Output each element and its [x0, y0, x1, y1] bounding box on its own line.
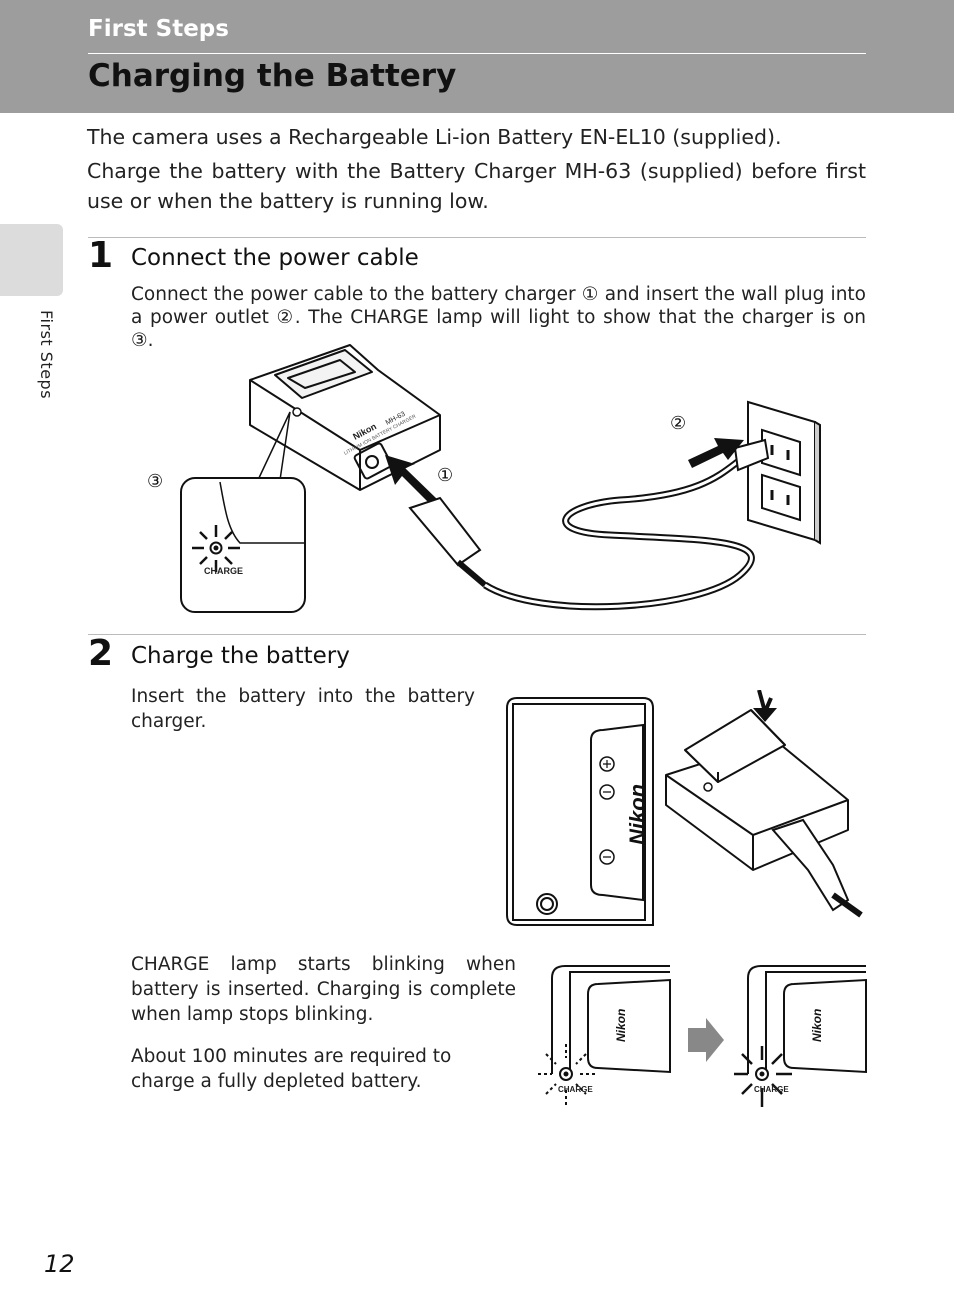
header-rule — [88, 53, 866, 54]
lamp-label: CHARGE — [204, 566, 243, 576]
callout-1: ① — [437, 465, 453, 486]
callout-3: ③ — [147, 471, 163, 492]
charger-connection-figure: Nikon MH-63 LITHIUM ION BATTERY CHARGER … — [147, 344, 821, 613]
wall-outlet — [747, 400, 816, 542]
side-tab — [0, 224, 63, 296]
lamp-label-left: CHARGE — [558, 1085, 593, 1094]
header-band: First Steps Charging the Battery — [0, 0, 954, 113]
step2-text-blinking: CHARGE lamp starts blinking when battery… — [131, 954, 516, 1025]
intro-line-1: The camera uses a Rechargeable Li-ion Ba… — [87, 125, 782, 149]
step2-rule — [88, 634, 866, 635]
lamp-status-figure: Nikon CHARGE Nikon CHARGE — [538, 965, 867, 1107]
page-number: 12 — [44, 1250, 75, 1278]
step1-number: 1 — [88, 235, 114, 276]
step2-number: 2 — [88, 633, 114, 674]
lamp-on-icon — [192, 525, 240, 572]
callout-2: ② — [670, 413, 686, 434]
lamp-label-right: CHARGE — [754, 1085, 789, 1094]
right-arrow-icon — [688, 1018, 724, 1062]
step1-text: Connect the power cable to the battery c… — [131, 284, 866, 351]
battery-brand-text: Nikon — [625, 784, 650, 845]
battery-brand-right: Nikon — [810, 1009, 824, 1042]
section-title: First Steps — [88, 16, 229, 42]
battery-brand-left: Nikon — [614, 1009, 628, 1042]
lamp-blinking-icon — [538, 1044, 596, 1107]
battery-insert-figure: Nikon — [506, 690, 863, 926]
step1-rule — [88, 237, 866, 238]
side-tab-label: First Steps — [37, 310, 56, 400]
page-title: Charging the Battery — [88, 58, 457, 94]
step2-text-insert: Insert the battery into the battery char… — [131, 686, 475, 732]
arrow-2-icon — [688, 438, 744, 468]
arrow-1-icon — [385, 455, 438, 506]
intro-line-2: Charge the battery with the Battery Char… — [87, 159, 866, 213]
lamp-zoom-box — [180, 477, 306, 613]
step2-text-duration: About 100 minutes are required to charge… — [131, 1046, 452, 1092]
step1-title: Connect the power cable — [131, 245, 419, 271]
lamp-steady-icon — [734, 1046, 792, 1107]
step2-title: Charge the battery — [131, 643, 350, 669]
